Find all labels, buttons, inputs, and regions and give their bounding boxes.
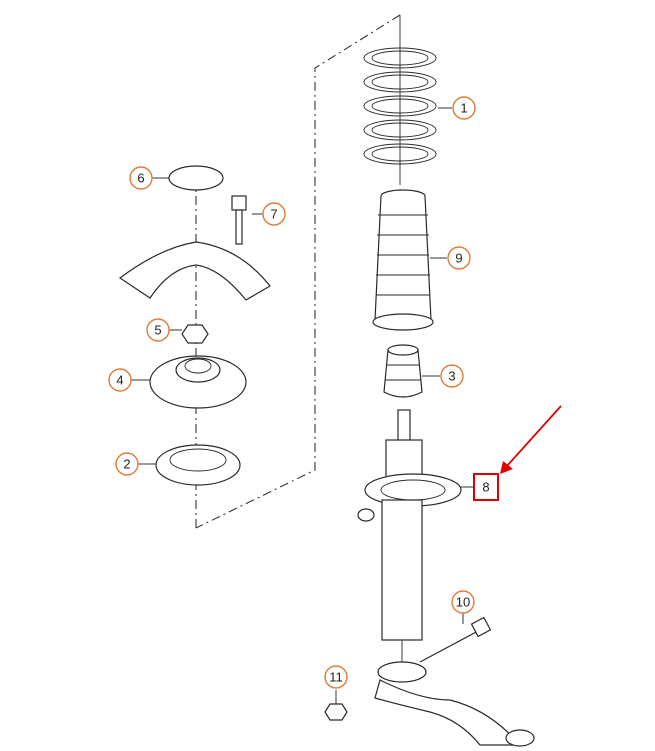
svg-text:2: 2: [123, 457, 130, 472]
callout-10: 10: [451, 590, 475, 614]
callout-9: 9: [447, 246, 471, 270]
bump-stop: [383, 344, 423, 398]
callout-8-highlighted: 8: [473, 473, 499, 501]
callout-1: 1: [452, 96, 476, 120]
svg-text:5: 5: [154, 323, 161, 338]
strut-bearing: [155, 444, 241, 486]
callout-5: 5: [146, 318, 170, 342]
svg-text:11: 11: [329, 670, 343, 685]
callout-2: 2: [115, 452, 139, 476]
strut-mount: [149, 355, 247, 409]
nut: [181, 324, 209, 344]
heat-shield: [118, 241, 271, 301]
pinch-nut: [324, 703, 348, 721]
steering-knuckle: [374, 679, 535, 747]
svg-text:8: 8: [482, 480, 489, 495]
svg-text:7: 7: [270, 207, 277, 222]
callout-7: 7: [262, 202, 286, 226]
protective-cap: [168, 165, 224, 191]
coil-spring: [363, 15, 437, 185]
mounting-bolt: [231, 195, 247, 245]
highlight-arrow: [500, 405, 562, 474]
callout-6: 6: [129, 166, 153, 190]
svg-text:10: 10: [456, 595, 470, 610]
dust-boot: [372, 189, 434, 331]
svg-text:9: 9: [455, 251, 462, 266]
pinch-bolt: [419, 616, 492, 663]
callout-4: 4: [108, 368, 132, 392]
callout-11: 11: [324, 665, 348, 689]
strut-assembly: [357, 409, 462, 683]
svg-text:4: 4: [116, 373, 123, 388]
callout-3: 3: [440, 364, 464, 388]
svg-text:1: 1: [460, 101, 467, 116]
svg-text:3: 3: [448, 369, 455, 384]
leader-lines: [131, 107, 474, 704]
svg-text:6: 6: [137, 171, 144, 186]
